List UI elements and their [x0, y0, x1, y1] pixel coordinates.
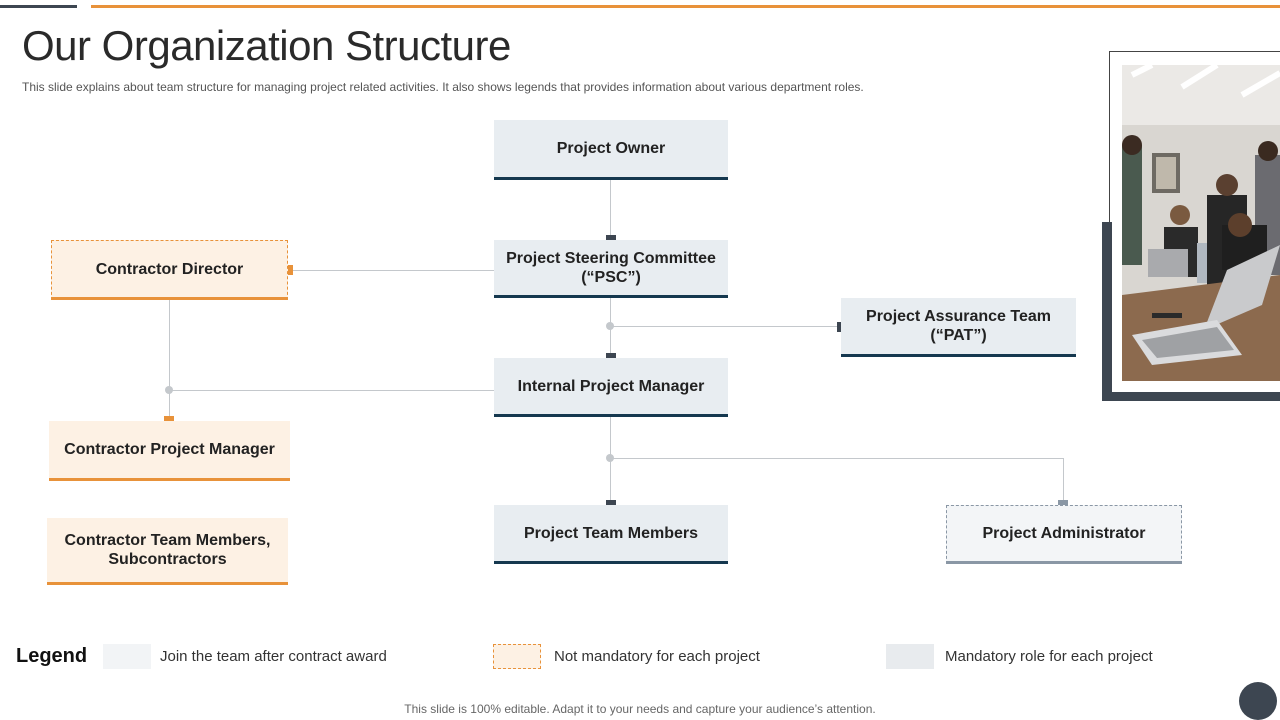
- legend-label-mandatory: Mandatory role for each project: [945, 648, 1153, 665]
- connector-psc-pat: [610, 326, 842, 327]
- node-assurance-team: Project Assurance Team (“PAT”): [841, 298, 1076, 357]
- legend-label-not-mandatory: Not mandatory for each project: [554, 648, 760, 665]
- connector-director-psc: [288, 270, 494, 271]
- node-contractor-project-manager: Contractor Project Manager: [49, 421, 290, 481]
- connector-ipm-admin-h: [610, 458, 1063, 459]
- corner-decoration: [1239, 682, 1277, 720]
- connector-ipm-cpm: [169, 390, 494, 391]
- node-project-administrator: Project Administrator: [946, 505, 1182, 564]
- top-accent-bar-dark: [0, 5, 77, 8]
- node-steering-committee: Project Steering Committee (“PSC”): [494, 240, 728, 298]
- team-meeting-photo: [1122, 65, 1280, 381]
- page-title: Our Organization Structure: [22, 22, 511, 69]
- node-project-owner: Project Owner: [494, 120, 728, 180]
- node-contractor-director: Contractor Director: [51, 240, 288, 300]
- connector-ipm-admin-v: [1063, 458, 1064, 505]
- connector-junction-cpm: [165, 386, 173, 394]
- node-contractor-team-members: Contractor Team Members, Subcontractors: [47, 518, 288, 585]
- connector-director-cpm: [169, 300, 170, 420]
- top-accent-bar-orange: [91, 5, 1280, 8]
- node-project-team-members: Project Team Members: [494, 505, 728, 564]
- connector-owner-psc: [610, 179, 611, 241]
- legend-swatch-join: [103, 644, 151, 669]
- legend-swatch-mandatory: [886, 644, 934, 669]
- connector-junction-team: [606, 454, 614, 462]
- page-subtitle: This slide explains about team structure…: [22, 80, 864, 94]
- connector-junction-psc: [606, 322, 614, 330]
- legend-label-join: Join the team after contract award: [160, 648, 387, 665]
- footer-note: This slide is 100% editable. Adapt it to…: [404, 702, 876, 716]
- node-internal-project-manager: Internal Project Manager: [494, 358, 728, 417]
- connector-node-director: [283, 265, 293, 275]
- legend-title: Legend: [16, 645, 88, 667]
- legend-swatch-not-mandatory: [493, 644, 541, 669]
